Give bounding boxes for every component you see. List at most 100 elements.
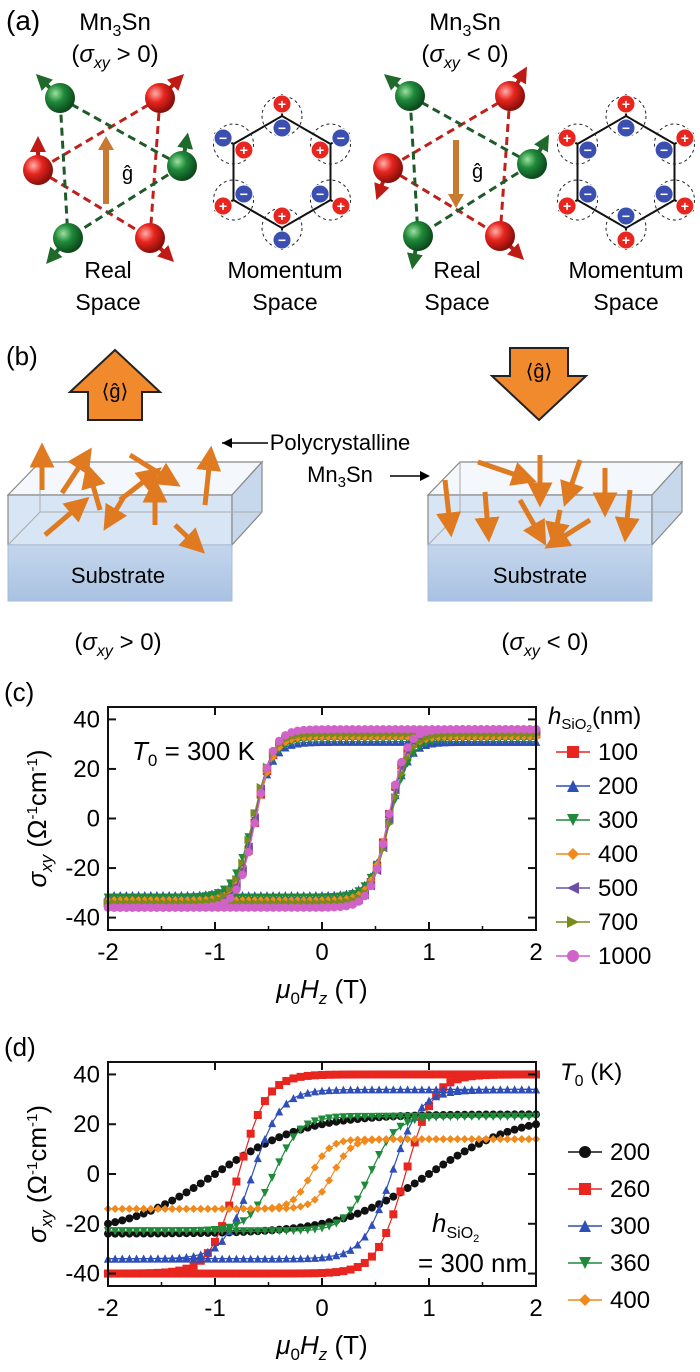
data-point [439, 1085, 448, 1094]
data-point [323, 725, 333, 734]
x-tick-label: 0 [315, 1295, 328, 1322]
data-point [262, 903, 272, 912]
data-point [489, 1085, 498, 1094]
data-point [225, 1204, 234, 1213]
data-point [246, 1254, 255, 1263]
data-point [250, 818, 259, 828]
data-point [332, 1085, 341, 1094]
data-point [332, 1070, 341, 1079]
x-axis-label: μ0Hz (T) [275, 974, 367, 1008]
data-point [446, 1070, 455, 1079]
svg-text:−: − [584, 142, 592, 158]
data-point [464, 732, 473, 741]
data-point [417, 1103, 426, 1112]
data-point [323, 895, 333, 905]
data-point [268, 1119, 277, 1128]
data-point [403, 743, 412, 752]
data-point [282, 1254, 291, 1263]
data-point [232, 1155, 241, 1164]
data-point [244, 835, 253, 845]
panel-a-left-condition: (σxy > 0) [71, 41, 158, 72]
data-point [153, 1227, 162, 1236]
data-point [410, 1135, 419, 1144]
data-point [310, 1195, 319, 1204]
data-point [232, 1227, 241, 1236]
chart-c-annotation: T0 = 300 K [132, 736, 256, 770]
x-axis-label: μ0Hz (T) [275, 1330, 367, 1364]
data-point [182, 1188, 191, 1197]
y-tick-label: -20 [65, 1211, 100, 1238]
data-point [175, 1204, 184, 1213]
data-point [513, 732, 522, 741]
legend-label: 300 [610, 1213, 650, 1240]
data-point [410, 1070, 419, 1079]
data-point [253, 1110, 262, 1119]
data-point [232, 875, 241, 884]
data-point [268, 896, 278, 905]
data-point [325, 1176, 334, 1185]
data-point [409, 725, 418, 734]
data-point [171, 896, 180, 905]
data-point [211, 1170, 219, 1178]
data-point [325, 1144, 334, 1153]
data-point [139, 1269, 148, 1278]
data-point [262, 763, 272, 773]
data-point [453, 1085, 462, 1094]
data-point [310, 1117, 319, 1126]
data-point [239, 1204, 248, 1213]
data-point [268, 1269, 277, 1278]
data-point [132, 1227, 141, 1236]
data-point [225, 1223, 234, 1232]
data-point [189, 903, 198, 912]
data-point [375, 1151, 384, 1160]
legend-label: 300 [598, 807, 638, 834]
data-point [496, 1070, 505, 1079]
data-point [510, 1070, 519, 1079]
data-point [353, 1195, 362, 1204]
data-point [367, 1085, 376, 1094]
data-point [195, 903, 204, 912]
data-point [391, 732, 400, 741]
data-point [161, 1254, 170, 1263]
data-point [467, 1135, 476, 1144]
data-point [275, 736, 284, 746]
panel-b-label: (b) [6, 341, 38, 371]
data-point [425, 1170, 433, 1178]
y-axis-label: σxy (Ω-1cm-1) [22, 1105, 56, 1243]
data-point [118, 1204, 127, 1213]
data-point [409, 734, 418, 744]
series-360 [104, 1112, 540, 1236]
data-point [417, 1135, 426, 1144]
legend-title: hSiO2(nm) [548, 703, 641, 735]
data-point [299, 896, 308, 905]
data-point [296, 1269, 305, 1278]
data-point [476, 725, 486, 734]
data-point [389, 1192, 398, 1201]
data-point [289, 1074, 298, 1083]
data-point [189, 1184, 198, 1193]
data-point [146, 896, 155, 905]
data-point [250, 903, 259, 912]
legend-item-260: 260 [568, 1176, 650, 1203]
panel-b: (b) ⟨ĝ⟩ ⟨ĝ⟩ Substrate [0, 336, 684, 660]
svg-text:+: + [681, 198, 689, 214]
data-point [168, 1227, 177, 1236]
data-point [389, 1070, 398, 1079]
data-point [219, 891, 229, 900]
data-point [503, 1085, 512, 1094]
legend-item-300: 300 [556, 807, 638, 834]
data-point [446, 1135, 455, 1144]
data-point [275, 1269, 284, 1278]
svg-text:+: + [681, 130, 689, 146]
data-point [317, 903, 327, 912]
data-point [118, 1254, 127, 1263]
data-point [353, 1135, 362, 1144]
data-point [268, 1173, 277, 1182]
legend-item-200: 200 [556, 773, 638, 800]
data-point [189, 1227, 198, 1236]
data-point [282, 1099, 291, 1108]
data-point [196, 1254, 205, 1263]
